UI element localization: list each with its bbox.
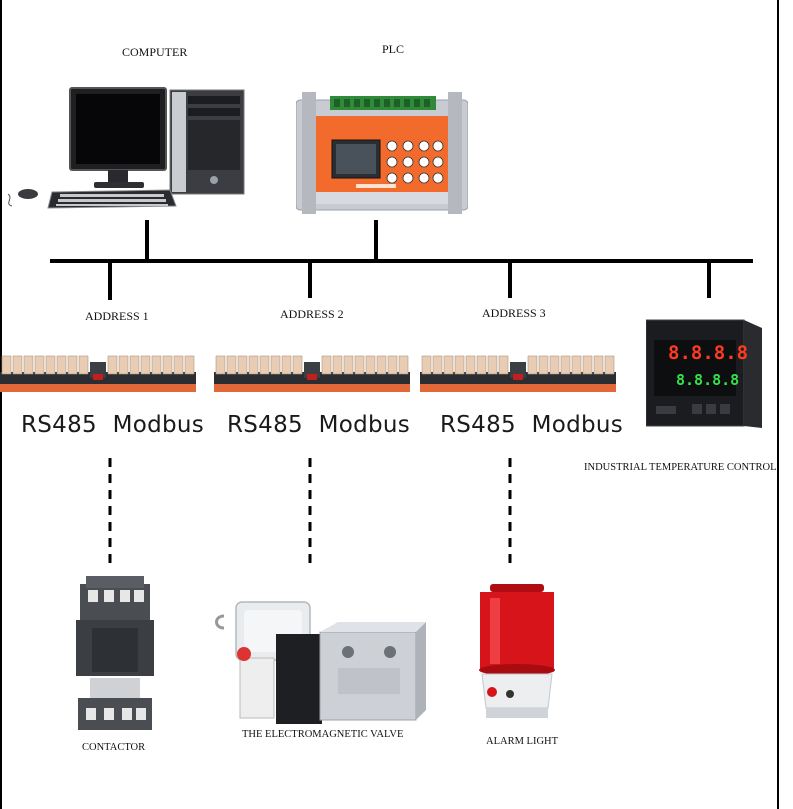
temperature-pv-display: 8.8.8.8: [668, 342, 749, 364]
right-frame-edge: [777, 0, 779, 809]
computer-image: [7, 87, 245, 209]
address-2-label: ADDRESS 2: [280, 307, 344, 321]
address-1-label: ADDRESS 1: [85, 309, 149, 323]
valve-label: THE ELECTROMAGNETIC VALVE: [242, 729, 404, 740]
address3-bus-tap: [508, 262, 512, 298]
alarm-light-label: ALARM LIGHT: [486, 736, 559, 747]
address1-bus-tap: [108, 262, 112, 300]
temperature-sv-display: 8.8.8.8: [676, 371, 740, 389]
contactor-image: [76, 576, 154, 730]
alarm-light-image: [479, 584, 555, 718]
electromagnetic-valve-image: [215, 601, 426, 724]
plc-bus-tap: [374, 220, 378, 260]
computer-label: COMPUTER: [122, 45, 188, 59]
plc-image: [296, 92, 468, 214]
protocol-label-1: RS485 Modbus: [21, 412, 205, 438]
relay-board-1: [0, 355, 196, 392]
protocol-label-3: RS485 Modbus: [440, 412, 624, 438]
relay-board-3: [420, 355, 616, 392]
computer-bus-tap: [145, 220, 149, 260]
temperature-controller-image: [646, 319, 762, 428]
address-3-label: ADDRESS 3: [482, 306, 546, 320]
contactor-label: CONTACTOR: [82, 742, 146, 753]
relay-board-2: [214, 355, 410, 392]
rs485-bus-line: [50, 259, 753, 263]
protocol-label-2: RS485 Modbus: [227, 412, 411, 438]
plc-label: PLC: [382, 42, 405, 56]
temperature-control-label: INDUSTRIAL TEMPERATURE CONTROL: [584, 462, 777, 473]
left-frame-edge: [0, 0, 2, 809]
address2-bus-tap: [308, 262, 312, 298]
temperature-control-bus-tap: [707, 262, 711, 298]
